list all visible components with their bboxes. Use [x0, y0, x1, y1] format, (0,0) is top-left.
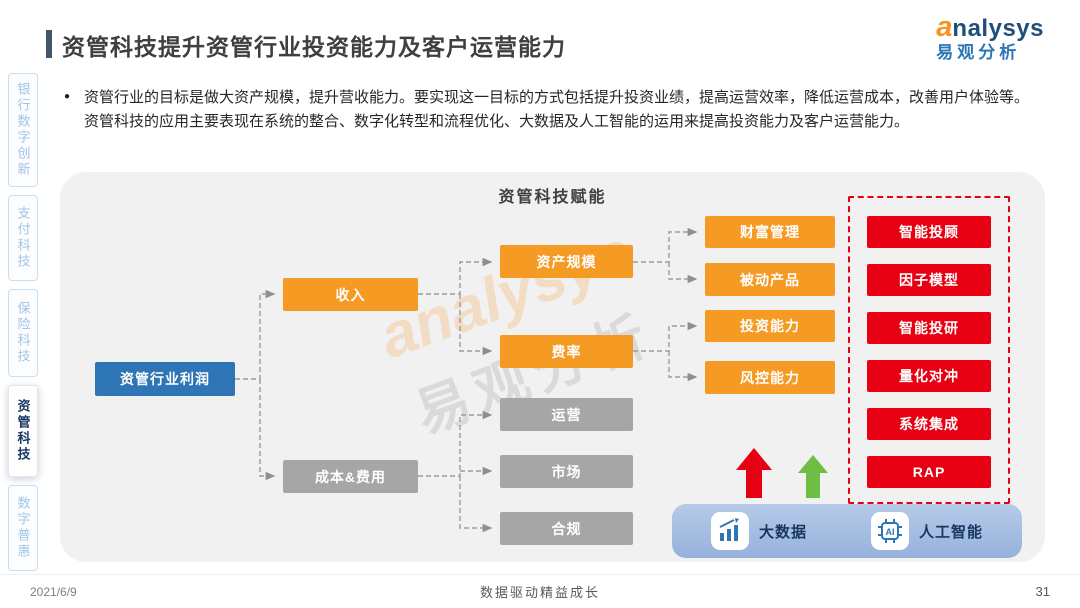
analysys-logo: analysys 易观分析: [936, 12, 1044, 62]
node-marketing: 市场: [500, 455, 633, 488]
footer-page-number: 31: [1035, 584, 1050, 599]
sidebar-item-insurtech[interactable]: 保险科技: [8, 289, 38, 377]
node-fee-rate: 费率: [500, 335, 633, 368]
logo-brand-text: nalysys: [952, 15, 1044, 42]
tech-rap: RAP: [867, 456, 991, 488]
logo-brand-cn: 易观分析: [936, 43, 1021, 63]
logo-wordmark: analysys: [936, 12, 1044, 42]
title-accent-bar: [46, 30, 52, 58]
ai-chip-icon: AI: [871, 512, 909, 550]
tech-capability-panel: 智能投顾 因子模型 智能投研 量化对冲 系统集成 RAP: [848, 196, 1010, 504]
footer: 2021/6/9 数据驱动精益成长 31: [0, 574, 1080, 608]
tech-smart-research: 智能投研: [867, 312, 991, 344]
bullet-icon: ●: [64, 91, 71, 102]
connector-lines: [235, 227, 698, 533]
node-wealth-mgmt: 财富管理: [705, 216, 835, 248]
footer-slogan: 数据驱动精益成长: [479, 585, 600, 600]
ai-group: AI 人工智能: [871, 512, 983, 550]
intro-bullet: ● 资管行业的目标是做大资产规模，提升营收能力。要实现这一目标的方式包括提升投资…: [64, 86, 1042, 135]
node-cost: 成本&费用: [283, 460, 418, 493]
bigdata-group: 大数据: [710, 512, 807, 550]
node-income: 收入: [283, 278, 418, 311]
node-asset-scale: 资产规模: [500, 245, 633, 278]
tech-factor-model: 因子模型: [867, 264, 991, 296]
tech-system-integration: 系统集成: [867, 408, 991, 440]
node-operations: 运营: [500, 398, 633, 431]
sidebar-item-asset-mgmt-tech[interactable]: 资管科技: [8, 385, 38, 477]
node-risk-control: 风控能力: [705, 361, 835, 394]
footer-date: 2021/6/9: [30, 584, 77, 599]
svg-text:AI: AI: [886, 527, 895, 537]
sidebar-item-payment-tech[interactable]: 支付科技: [8, 195, 38, 281]
sidebar-item-bank-digital[interactable]: 银行数字创新: [8, 73, 38, 187]
node-passive-products: 被动产品: [705, 263, 835, 296]
diagram-panel: analysys 易观分析 资管科: [60, 172, 1045, 562]
intro-paragraph: 资管行业的目标是做大资产规模，提升营收能力。要实现这一目标的方式包括提升投资业绩…: [84, 89, 1030, 131]
technology-bar: 大数据 AI 人工智能: [672, 504, 1022, 558]
tech-robo-advisor: 智能投顾: [867, 216, 991, 248]
tech-quant-hedge: 量化对冲: [867, 360, 991, 392]
diagram-title: 资管科技赋能: [498, 189, 607, 206]
node-industry-profit: 资管行业利润: [95, 362, 235, 396]
bar-chart-icon: [710, 512, 749, 550]
bigdata-label: 大数据: [758, 523, 807, 541]
node-compliance: 合规: [500, 512, 633, 545]
node-invest-capability: 投资能力: [705, 310, 835, 342]
red-up-arrow-icon: [736, 448, 772, 503]
logo-swirl-icon: a: [936, 11, 953, 43]
ai-label: 人工智能: [919, 523, 984, 541]
green-up-arrow-icon: [798, 455, 828, 503]
page-title: 资管科技提升资管行业投资能力及客户运营能力: [62, 34, 566, 60]
sidebar-item-digital-inclusion[interactable]: 数字普惠: [8, 485, 38, 571]
